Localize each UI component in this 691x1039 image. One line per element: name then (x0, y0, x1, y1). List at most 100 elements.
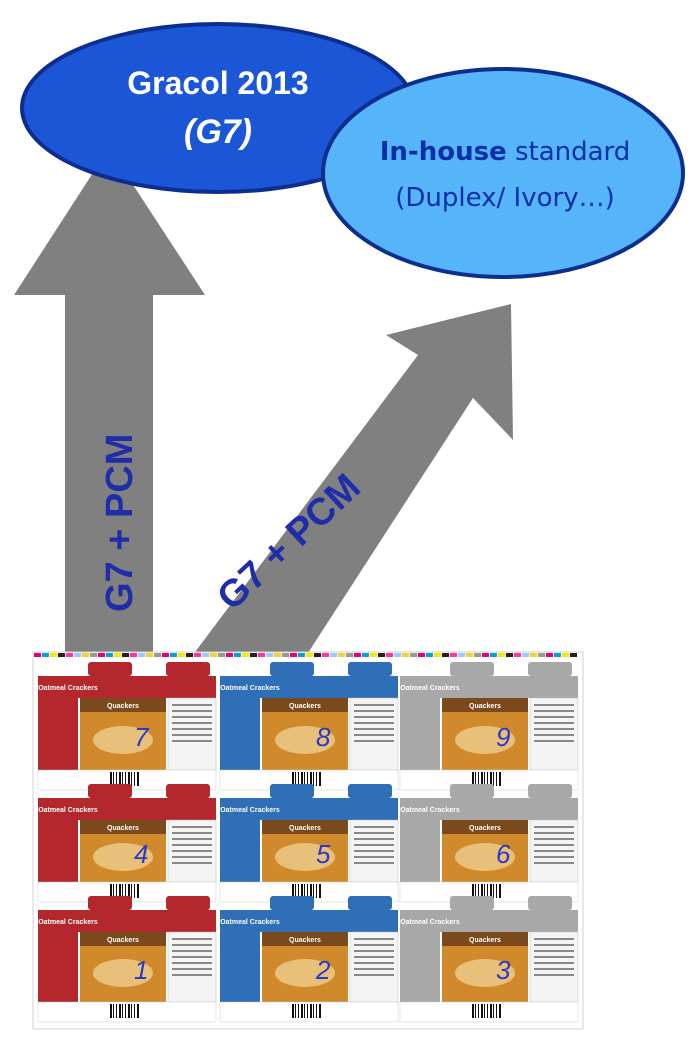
carton-band (400, 798, 578, 820)
barcode-bar (134, 1004, 135, 1018)
carton-flap (528, 896, 572, 910)
barcode-bar (113, 1004, 114, 1018)
brand-label: Quackers (469, 703, 501, 710)
color-bar-patch (298, 653, 305, 657)
nutrition-line (534, 956, 574, 958)
color-bar-patch (570, 653, 577, 657)
barcode-bar (134, 772, 135, 786)
carton-front-band (262, 698, 348, 712)
barcode-bar (307, 772, 308, 786)
nutrition-line (172, 938, 212, 940)
barcode-bar (304, 884, 305, 898)
nutrition-line (172, 944, 212, 946)
barcode-bar (298, 884, 299, 898)
barcode-bar (116, 1004, 117, 1018)
cracker-image (455, 726, 515, 754)
nutrition-line (534, 938, 574, 940)
barcode-bar (478, 884, 479, 898)
carton-flap (166, 896, 210, 910)
barcode-bar (475, 884, 476, 898)
barcode-bar (122, 884, 123, 898)
barcode-bar (307, 884, 308, 898)
barcode-bar (484, 1004, 485, 1018)
color-bar-patch (442, 653, 449, 657)
carton-band (400, 910, 578, 932)
brand-label: Quackers (107, 937, 139, 944)
barcode-bar (319, 884, 321, 898)
nutrition-line (354, 740, 394, 742)
color-bar-patch (226, 653, 233, 657)
color-bar-patch (554, 653, 561, 657)
nutrition-line (354, 856, 394, 858)
carton-front-band (262, 820, 348, 834)
color-bar-patch (386, 653, 393, 657)
color-bar-patch (314, 653, 321, 657)
color-bar-patch (426, 653, 433, 657)
nutrition-line (172, 734, 212, 736)
barcode-bar (493, 884, 494, 898)
carton-side-panel (400, 698, 440, 770)
nutrition-line (172, 974, 212, 976)
carton-nutrition-panel (349, 931, 399, 1003)
nutrition-line (534, 722, 574, 724)
color-bar-patch (98, 653, 105, 657)
barcode-bar (490, 884, 492, 898)
barcode-bar (301, 1004, 303, 1018)
barcode-bar (128, 884, 130, 898)
tile-number: 7 (134, 722, 150, 752)
vertical-arrow (14, 148, 205, 660)
color-bar-patch (274, 653, 281, 657)
color-bar-patch (474, 653, 481, 657)
carton-band (38, 676, 216, 698)
carton-front-band (442, 820, 528, 834)
color-bar-patch (482, 653, 489, 657)
barcode-bar (310, 884, 312, 898)
nutrition-line (354, 832, 394, 834)
barcode-bar (490, 1004, 492, 1018)
barcode-bar (481, 772, 483, 786)
carton-flap (528, 784, 572, 798)
nutrition-line (354, 862, 394, 864)
brand-label: Quackers (289, 825, 321, 832)
barcode-bar (475, 772, 476, 786)
nutrition-line (354, 944, 394, 946)
inhouse-rest: standard (507, 137, 631, 167)
barcode-bar (307, 1004, 308, 1018)
color-bar-patch (58, 653, 65, 657)
product-label: Oatmeal Crackers (400, 919, 460, 926)
color-bar-patch (162, 653, 169, 657)
carton-front-band (80, 820, 166, 834)
carton-bottom-strip (37, 1001, 217, 1023)
barcode-bar (304, 1004, 305, 1018)
color-bar-patch (394, 653, 401, 657)
nutrition-line (354, 734, 394, 736)
product-label: Oatmeal Crackers (400, 807, 460, 814)
nutrition-line (534, 844, 574, 846)
barcode-bar (295, 772, 296, 786)
cracker-image (455, 843, 515, 871)
barcode-bar (110, 1004, 112, 1018)
carton-flap (270, 784, 314, 798)
color-bar-patch (74, 653, 81, 657)
barcode-bar (131, 884, 132, 898)
nutrition-line (354, 838, 394, 840)
color-bar-patch (266, 653, 273, 657)
barcode-bar (128, 1004, 130, 1018)
carton-front-band (80, 932, 166, 946)
color-bar-patch (402, 653, 409, 657)
inhouse-bold-word: In-house (380, 137, 507, 167)
carton-flap (166, 662, 210, 676)
barcode-bar (110, 884, 112, 898)
tile-number: 9 (496, 722, 510, 752)
barcode-bar (119, 772, 121, 786)
gracol-subtitle: (G7) (184, 113, 252, 151)
product-label: Oatmeal Crackers (38, 807, 98, 814)
nutrition-line (534, 704, 574, 706)
nutrition-line (354, 716, 394, 718)
color-bar-patch (506, 653, 513, 657)
carton-band (220, 676, 398, 698)
color-bar-patch (418, 653, 425, 657)
color-bar-patch (138, 653, 145, 657)
